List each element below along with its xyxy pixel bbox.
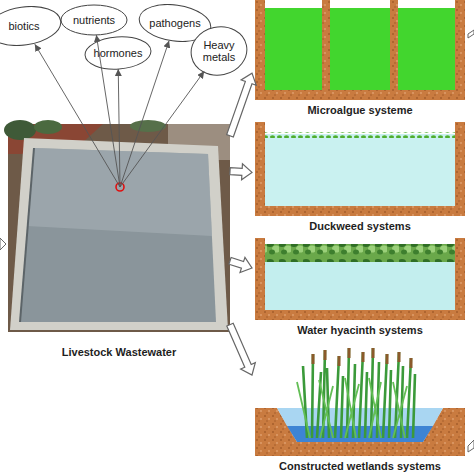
photo-tree (34, 120, 62, 134)
leader-line (120, 124, 141, 187)
contaminant-ellipse: biotics (0, 6, 62, 46)
leader-line (82, 124, 120, 187)
system-caption: Water hyacinth systems (252, 324, 468, 337)
contaminant-label: hormones (94, 47, 143, 59)
photo-tree (4, 120, 36, 140)
treatment-system: Constructed wetlands systems (252, 342, 468, 474)
ellipse-shape (61, 5, 127, 35)
hyacinth-tank (255, 238, 465, 320)
treatment-system: Microalgue systeme (252, 0, 468, 118)
edge-arrow (0, 238, 6, 250)
microalgae-tank (255, 0, 465, 100)
pond-rim (10, 138, 228, 330)
tank-wall (455, 0, 465, 100)
edge-arrow (468, 30, 474, 38)
hyacinth-layer (265, 244, 455, 262)
treatment-system: Duckweed systems (252, 122, 468, 234)
contaminant-ellipse: Heavy metals (190, 26, 248, 76)
tank-water (265, 258, 455, 312)
tank-divider (390, 0, 398, 90)
system-caption: Microalgue systeme (252, 104, 468, 117)
tank-floor (255, 310, 465, 320)
system-caption: Livestock Wastewater (8, 346, 230, 359)
tank-wall (255, 0, 265, 100)
pointer-arrow (166, 71, 204, 124)
pointer-arrow (35, 44, 83, 124)
photo-tree (130, 120, 166, 132)
wetland-basin (255, 348, 465, 456)
tank-wall (455, 122, 465, 216)
leader-line (120, 124, 166, 187)
pond-water (20, 148, 216, 322)
system-caption: Duckweed systems (252, 220, 468, 233)
contaminant-ellipse: hormones (84, 36, 152, 70)
contaminant-label: biotics (8, 20, 39, 32)
tank-wall (255, 238, 265, 320)
pond-reflection (27, 148, 212, 236)
pointer-arrow (118, 69, 120, 124)
reed-heads (313, 348, 411, 368)
flow-arrow (229, 257, 252, 272)
contaminant-label: pathogens (149, 17, 200, 29)
tank-floor (255, 90, 465, 100)
system-caption: Constructed wetlands systems (252, 460, 468, 473)
ellipse-shape (0, 6, 62, 46)
duckweed-tank (255, 122, 465, 216)
wastewater-source: Livestock Wastewater (8, 124, 230, 360)
duckweed-layer (265, 132, 455, 138)
tank-wall (455, 238, 465, 320)
reed-stems (303, 348, 415, 438)
contaminant-ellipse: nutrients (60, 4, 128, 36)
tank-water (265, 134, 455, 208)
leader-line (119, 124, 121, 187)
pond-edge (20, 148, 34, 322)
tank-floor (255, 206, 465, 216)
wastewater-photo (4, 120, 230, 332)
ellipse-shape (190, 26, 248, 76)
photo-ground (8, 124, 230, 332)
ellipse-shape (84, 36, 152, 70)
tank-wall (255, 122, 265, 216)
contaminant-label: Heavy metals (193, 39, 245, 63)
flow-arrow (227, 323, 256, 375)
sample-point (116, 183, 124, 191)
treatment-system: Water hyacinth systems (252, 238, 468, 338)
tank-divider (322, 0, 330, 90)
algae-water (255, 8, 465, 98)
leader-line (110, 124, 120, 187)
flow-arrow (230, 164, 252, 180)
contaminant-label: nutrients (73, 14, 115, 26)
flow-arrow (227, 73, 257, 137)
edge-arrow (468, 440, 474, 452)
reed-leaves (297, 378, 407, 438)
